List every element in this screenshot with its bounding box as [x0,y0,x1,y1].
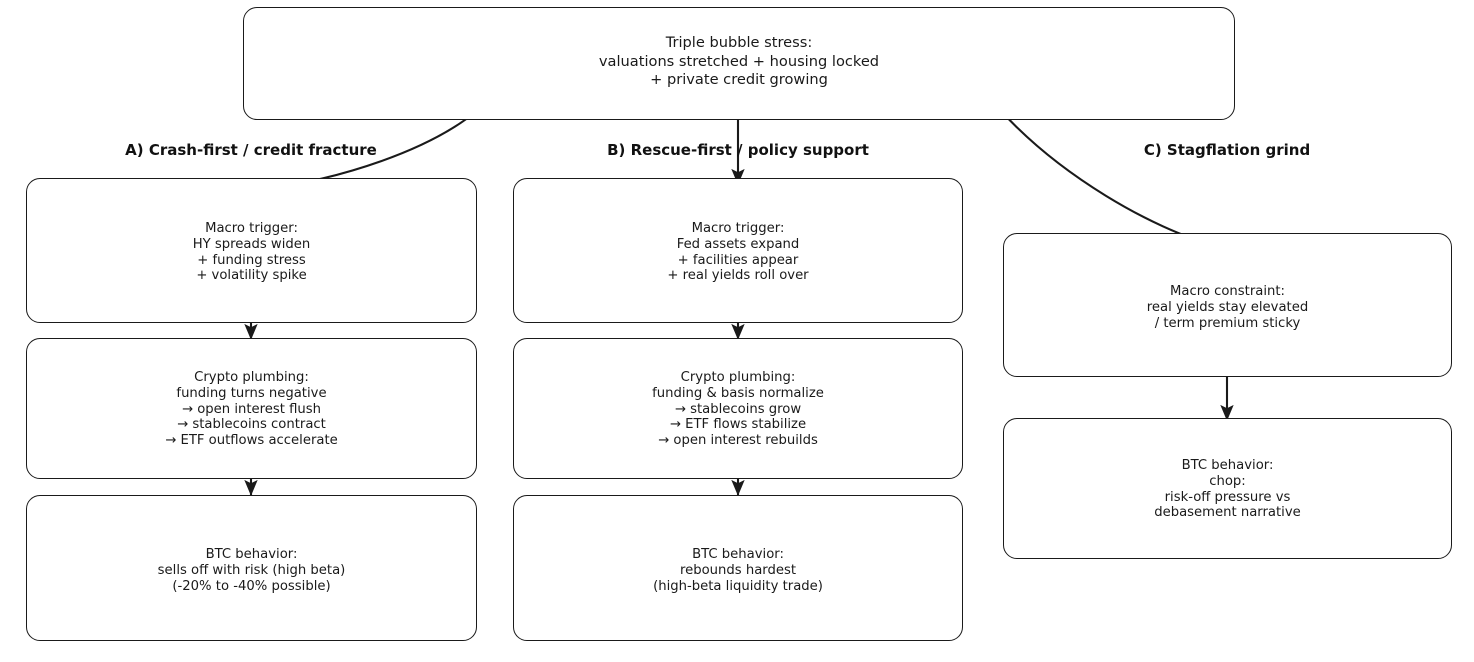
node-c1-macro-constraint[interactable]: Macro constraint: real yields stay eleva… [1003,233,1452,377]
node-b1-macro-trigger-label: Macro trigger: Fed assets expand + facil… [667,221,809,284]
node-a3-btc-behavior[interactable]: BTC behavior: sells off with risk (high … [26,495,477,641]
node-c2-btc-behavior[interactable]: BTC behavior: chop: risk-off pressure vs… [1003,418,1452,559]
node-c2-btc-behavior-label: BTC behavior: chop: risk-off pressure vs… [1154,458,1301,521]
node-a1-macro-trigger[interactable]: Macro trigger: HY spreads widen + fundin… [26,178,477,323]
node-triple-bubble-stress[interactable]: Triple bubble stress: valuations stretch… [243,7,1235,120]
column-header-c: C) Stagflation grind [1143,141,1311,159]
node-b2-crypto-plumbing[interactable]: Crypto plumbing: funding & basis normali… [513,338,963,479]
node-b3-btc-behavior[interactable]: BTC behavior: rebounds hardest (high-bet… [513,495,963,641]
node-a1-macro-trigger-label: Macro trigger: HY spreads widen + fundin… [192,221,311,284]
column-header-a: A) Crash-first / credit fracture [125,141,377,159]
node-b3-btc-behavior-label: BTC behavior: rebounds hardest (high-bet… [653,547,823,594]
node-triple-bubble-stress-label: Triple bubble stress: valuations stretch… [598,34,880,89]
connector-root-to-c1 [1001,111,1217,249]
node-a3-btc-behavior-label: BTC behavior: sells off with risk (high … [157,547,346,594]
column-header-b: B) Rescue-first / policy support [607,141,869,159]
node-b1-macro-trigger[interactable]: Macro trigger: Fed assets expand + facil… [513,178,963,323]
node-b2-crypto-plumbing-label: Crypto plumbing: funding & basis normali… [652,370,824,449]
node-a2-crypto-plumbing-label: Crypto plumbing: funding turns negative … [165,370,338,449]
node-a2-crypto-plumbing[interactable]: Crypto plumbing: funding turns negative … [26,338,477,479]
node-c1-macro-constraint-label: Macro constraint: real yields stay eleva… [1146,284,1309,331]
